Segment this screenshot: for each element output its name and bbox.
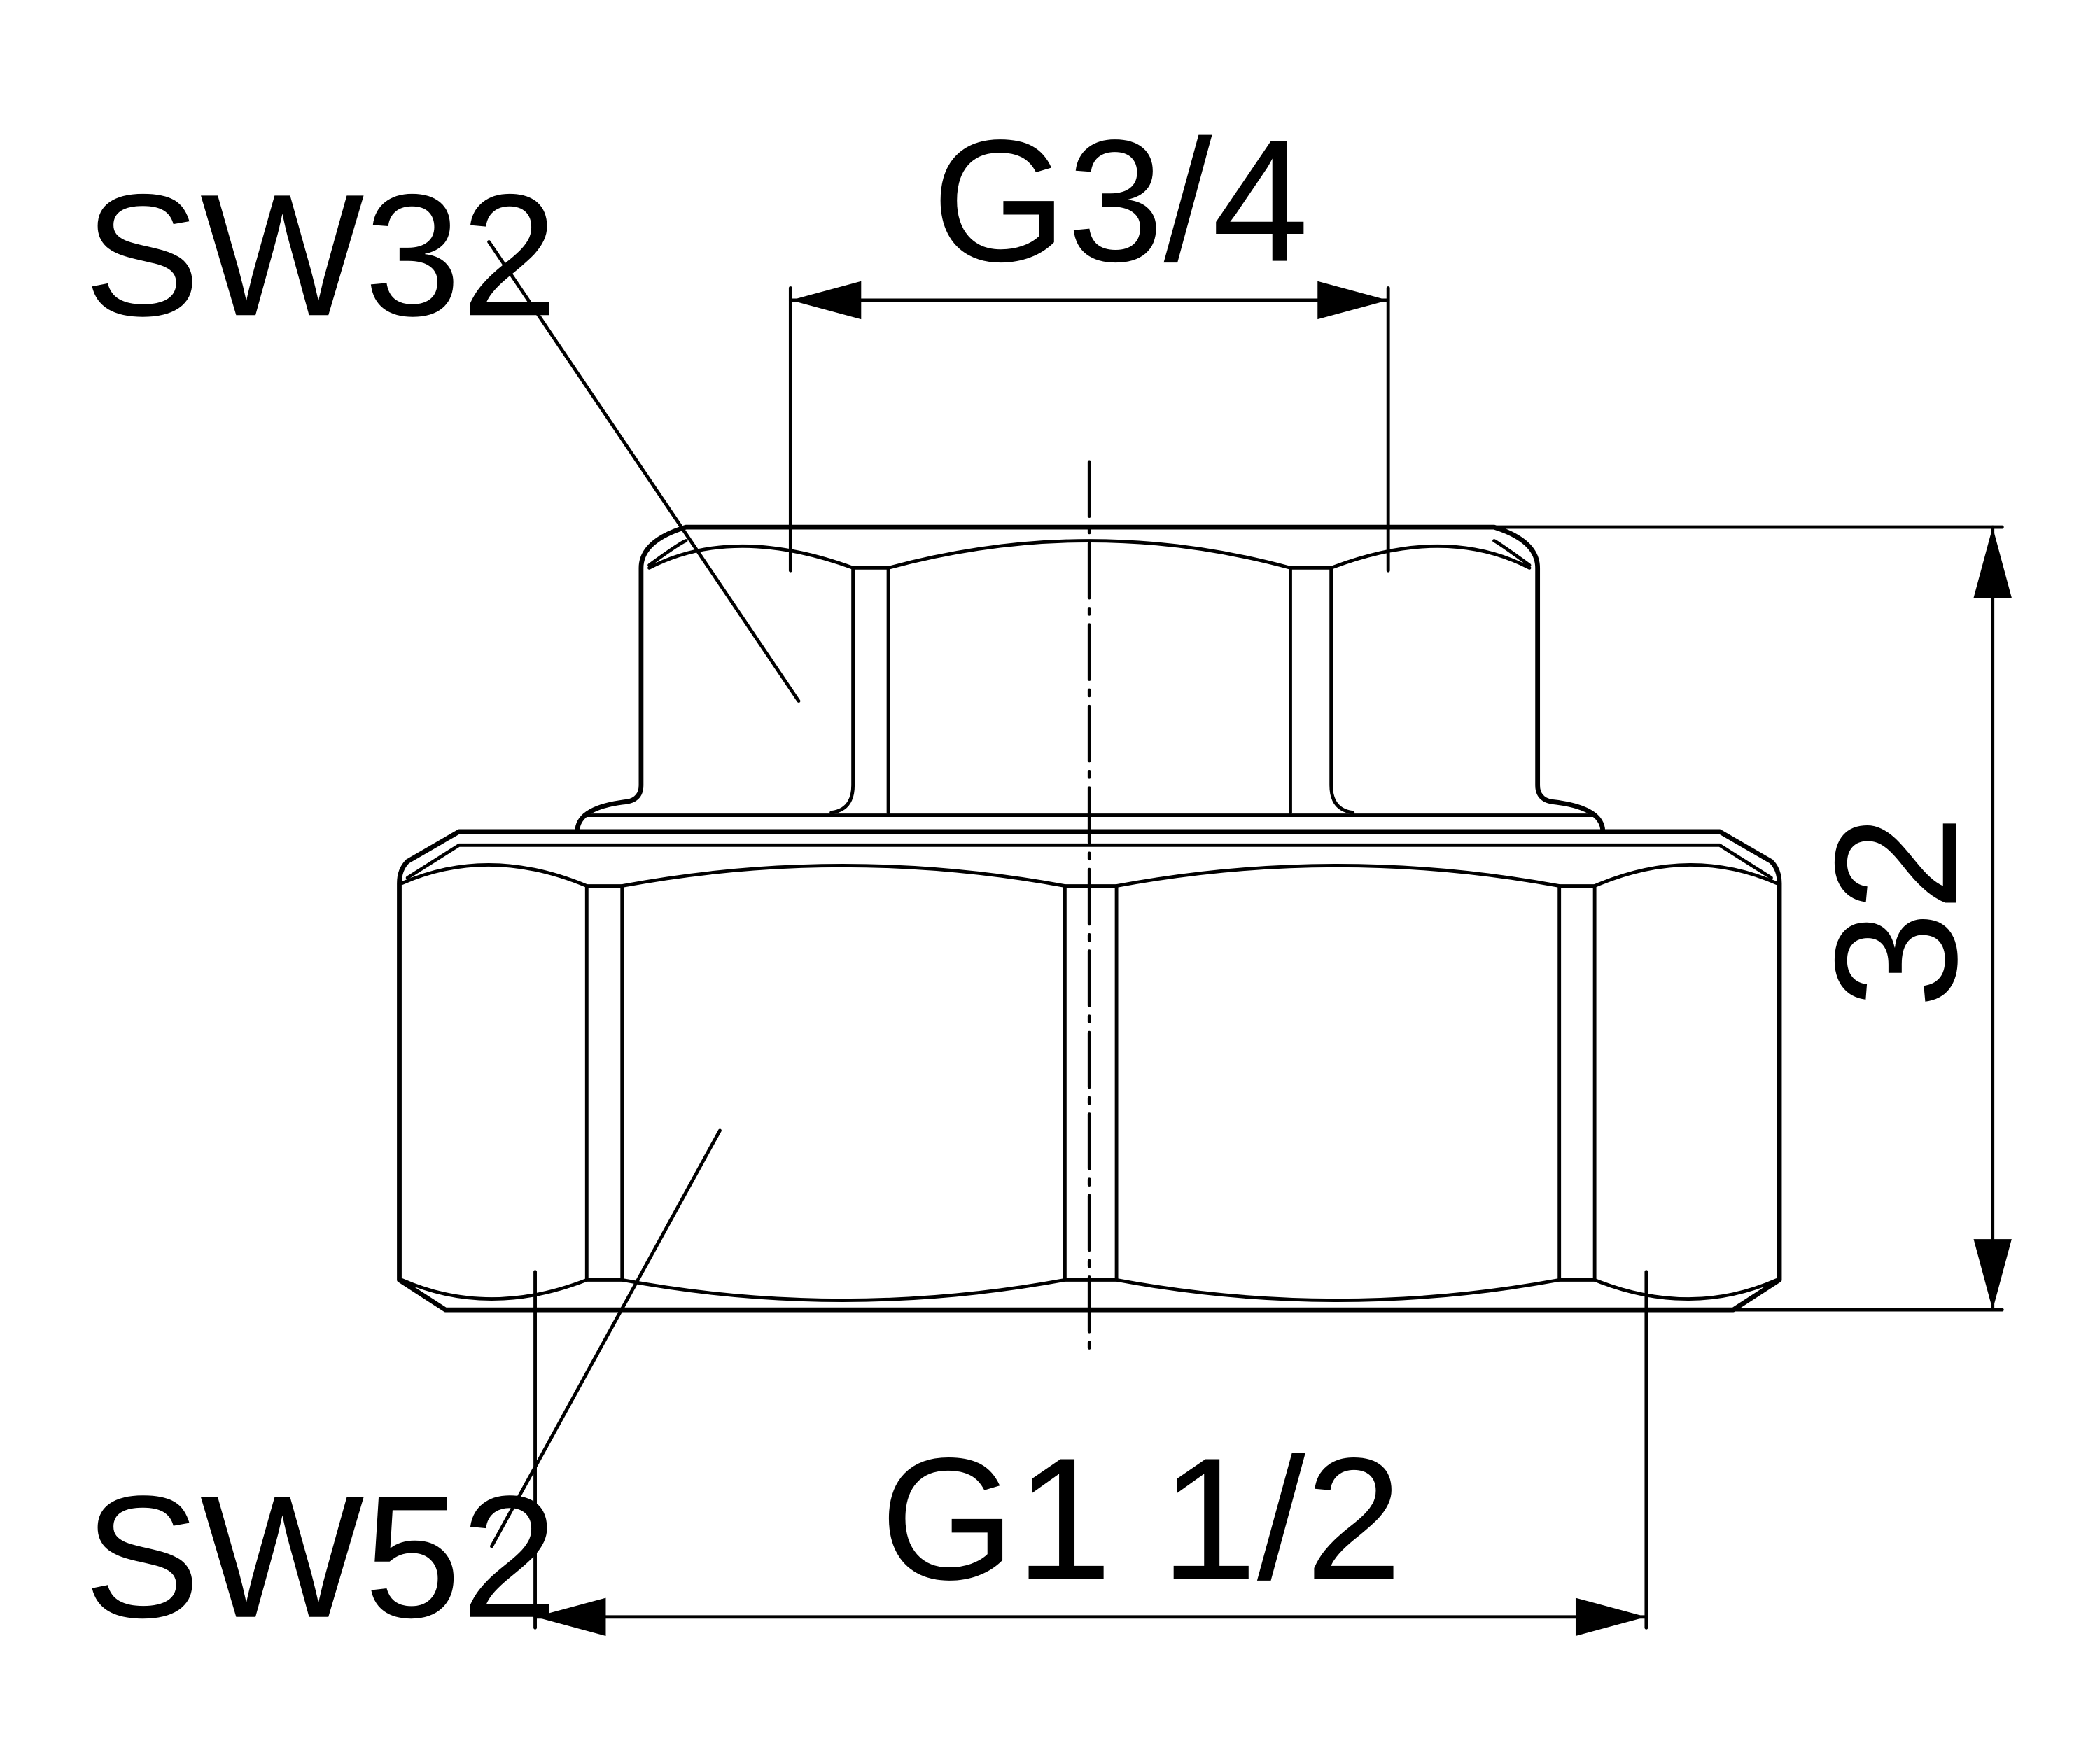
bottom-hex-chamfer [620,1278,1067,1302]
bottom-hex-flat-line [1063,884,1119,1282]
thread-bottom-label: G1 1/2 [880,1421,1402,1616]
height-label: 32 [1798,815,1993,1008]
bottom-hex-chamfer [1114,863,1562,888]
dimension-g1-1-2 [533,1270,1648,1636]
leader-line-sw32 [487,240,801,703]
bottom-hex-chamfer [1592,1278,1779,1301]
dimension-height [1494,525,2012,1312]
bottom-hex-chamfer [400,862,589,888]
bottom-hex-top-edge [405,843,1773,880]
bottom-hex-chamfer [1114,1278,1562,1302]
bottom-hex-flat-line [1558,884,1597,1282]
leader-line-sw52 [490,1128,722,1548]
top-hex-chamfer-left [648,544,855,570]
top-hex-inner-edge-right [1492,539,1532,567]
top-hex-flat-line [1289,566,1355,815]
arrowhead [1575,1597,1646,1636]
bottom-hex-chamfer [400,1278,589,1301]
top-hex-flat-line [830,566,890,815]
arrowhead [1973,527,2012,598]
arrowhead [1973,1239,2012,1310]
arrowhead [1317,281,1389,320]
bottom-hex-chamfer [1592,862,1779,888]
top-hex-chamfer-center [886,539,1292,570]
arrowhead [535,1597,606,1636]
wrench-size-bottom-label: SW52 [84,1460,557,1654]
bottom-hex-chamfer [620,863,1067,888]
wrench-size-top-label: SW32 [84,158,557,352]
top-hex-chamfer-right [1329,544,1532,570]
top-hex-inner-edge [648,539,688,567]
arrowhead [790,281,862,320]
bottom-hex-flat-line [584,884,624,1282]
thread-top-label: G3/4 [932,104,1308,298]
dimension-g3-4 [788,281,1390,573]
